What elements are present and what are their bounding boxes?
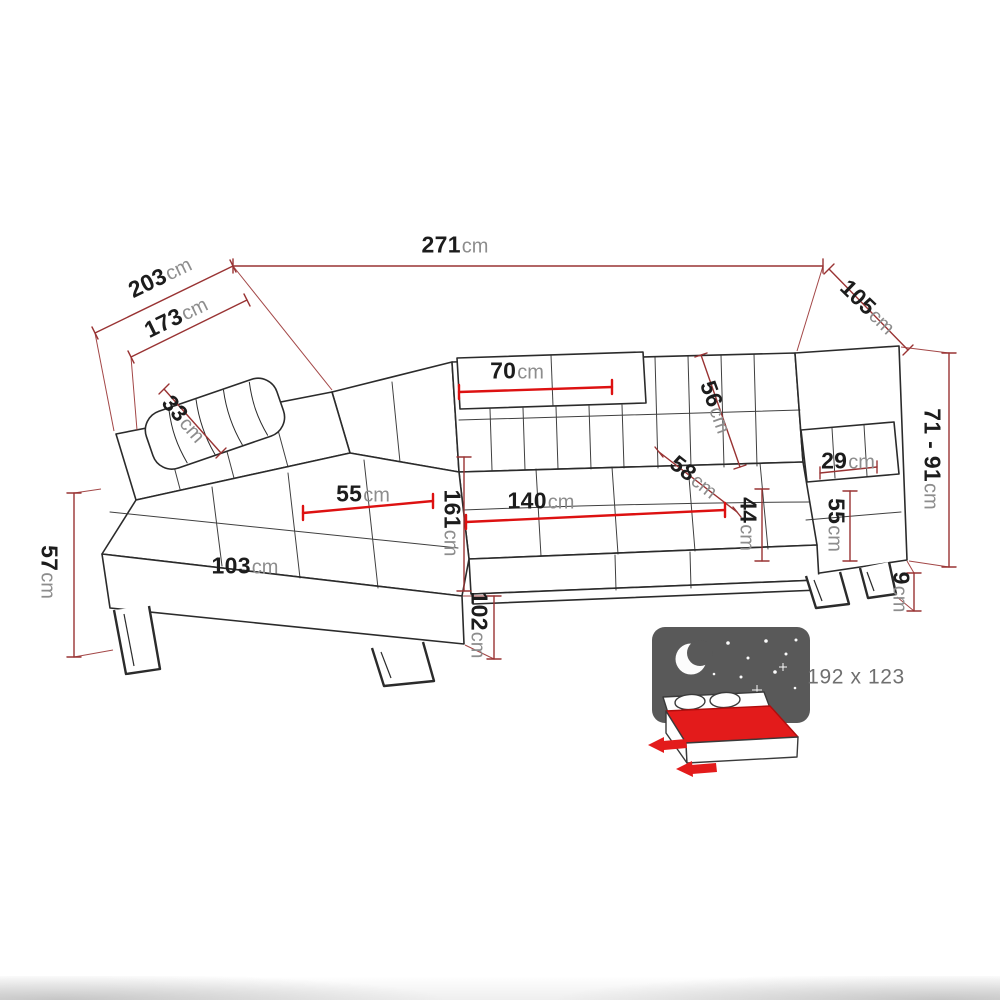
highlight-measure-lines xyxy=(301,378,727,531)
dim-headrest-width: 70cm xyxy=(490,357,544,384)
sofa-outline xyxy=(101,345,908,645)
unit-label: cm xyxy=(735,524,758,551)
headrest-pillow xyxy=(144,377,286,470)
unit-label: cm xyxy=(888,585,911,613)
bed-icon xyxy=(662,691,799,764)
dim-value: 103 xyxy=(211,552,251,579)
dim-value: 271 xyxy=(421,231,461,258)
stars-icons xyxy=(712,638,798,695)
unit-label: cm xyxy=(461,235,489,258)
dim-value: 55 xyxy=(823,498,850,525)
dim-value: 29 xyxy=(821,447,848,474)
pullout-arrow-icons xyxy=(648,737,717,777)
dim-value: 9 xyxy=(888,571,915,585)
dim-armrest-height: 55cm xyxy=(823,498,850,552)
unit-label: cm xyxy=(439,529,462,557)
dim-overall-height: 71 - 91cm xyxy=(919,408,946,510)
unit-label: cm xyxy=(848,451,875,474)
dim-value: 70 xyxy=(490,357,517,384)
dim-chaise-front-width: 103cm xyxy=(211,552,279,579)
dim-chaise-seat-width: 55cm xyxy=(336,480,390,507)
dim-total-width: 271cm xyxy=(421,231,489,258)
sleeping-area-value: 192 x 123 xyxy=(807,665,905,689)
unit-label: cm xyxy=(547,491,575,514)
dim-value: 57 xyxy=(36,545,63,572)
dimension-lines xyxy=(66,258,957,660)
dim-bed-extension: 102cm xyxy=(466,591,493,659)
unit-label: cm xyxy=(363,484,390,507)
unit-label: cm xyxy=(466,631,489,659)
moon-icon xyxy=(675,640,713,675)
dim-value: 44 xyxy=(735,497,762,524)
unit-label: cm xyxy=(36,572,59,599)
dim-value: 161 xyxy=(439,489,466,529)
dim-value: 71 - 91 xyxy=(919,408,946,483)
dim-seat-width: 140cm xyxy=(507,487,575,514)
dim-chaise-height: 57cm xyxy=(36,545,63,599)
unit-label: cm xyxy=(517,361,544,384)
dim-value: 140 xyxy=(507,487,547,514)
dim-armrest-width: 29cm xyxy=(821,447,875,474)
sofa-legs xyxy=(112,561,898,688)
dim-chaise-length: 161cm xyxy=(439,489,466,557)
dim-seat-height: 44cm xyxy=(735,497,762,551)
sofa-bed-pullout-icon xyxy=(648,627,810,777)
unit-label: cm xyxy=(823,525,846,552)
unit-label: cm xyxy=(251,556,279,579)
sleeping-area-label: 192 x 123 xyxy=(807,667,905,688)
dim-value: 55 xyxy=(336,480,363,507)
unit-label: cm xyxy=(919,483,942,510)
dim-value: 102 xyxy=(466,591,493,631)
dim-leg-height: 9cm xyxy=(888,571,915,613)
